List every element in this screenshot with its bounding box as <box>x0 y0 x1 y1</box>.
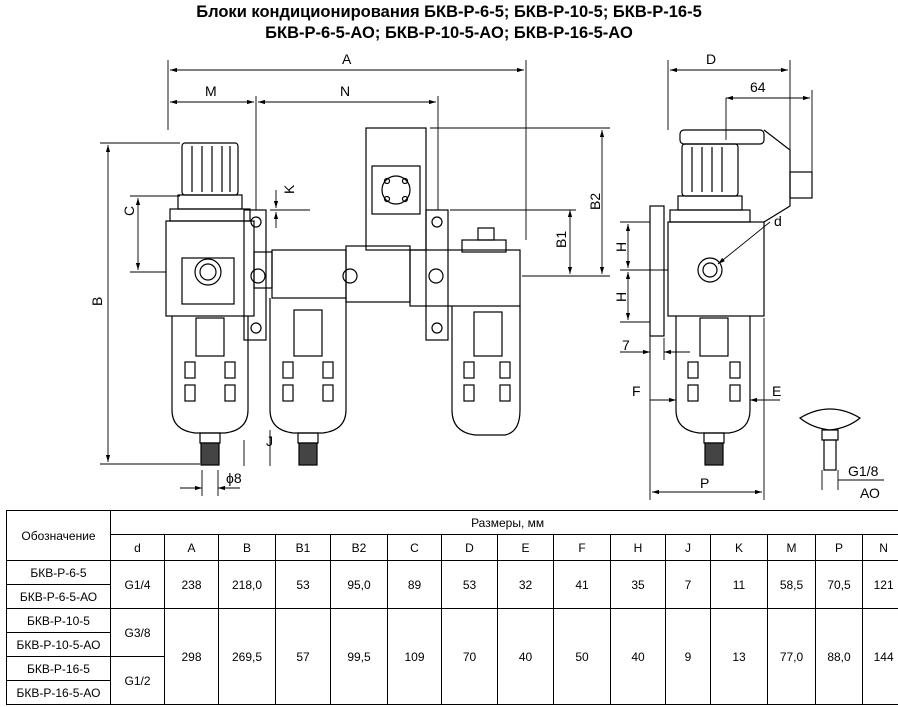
d-cell: G1/2 <box>110 656 165 705</box>
header-dimensions: Размеры, мм <box>109 510 898 535</box>
table-cell: 58,5 <box>767 560 816 609</box>
col-header: P <box>815 534 863 561</box>
table-cell: 53 <box>441 560 498 609</box>
table-cell: 238 <box>164 560 219 609</box>
dim-AO: АО <box>860 485 880 501</box>
table-cell: 35 <box>610 560 666 609</box>
col-header: F <box>553 534 611 561</box>
dim-H-lower: H <box>613 292 629 302</box>
col-header: d <box>110 534 165 561</box>
table-cell: 53 <box>275 560 331 609</box>
col-header: K <box>710 534 768 561</box>
auto-drain-detail <box>798 408 862 431</box>
d-cell: G3/8 <box>110 608 165 657</box>
designation-cell: БКВ-Р-10-5-АО <box>6 632 111 657</box>
col-header: B <box>218 534 276 561</box>
designation-cell: БКВ-Р-16-5-АО <box>6 680 111 705</box>
title-line-2: БКВ-Р-6-5-АО; БКВ-Р-10-5-АО; БКВ-Р-16-5-… <box>265 24 633 42</box>
dim-M: M <box>205 83 217 99</box>
dim-H-upper: H <box>613 242 629 252</box>
dim-B1: B1 <box>553 231 569 248</box>
dim-F: F <box>632 383 641 399</box>
table-cell: 7 <box>665 560 711 609</box>
table-cell: 70 <box>441 608 498 705</box>
table-cell: 32 <box>497 560 554 609</box>
table-cell: 218,0 <box>218 560 276 609</box>
table-cell: 89 <box>387 560 442 609</box>
col-header: C <box>387 534 442 561</box>
col-header: D <box>441 534 498 561</box>
side-knob <box>681 143 739 197</box>
table-cell: 13 <box>710 608 768 705</box>
dim-K: K <box>281 184 297 194</box>
dim-D: D <box>706 51 716 67</box>
col-header: J <box>665 534 711 561</box>
table-cell: 40 <box>497 608 554 705</box>
dim-B2: B2 <box>587 193 603 210</box>
col-header: B2 <box>330 534 388 561</box>
dim-C: C <box>121 206 137 216</box>
dim-N: N <box>340 83 350 99</box>
table-cell: 269,5 <box>218 608 276 705</box>
drain-middle <box>298 442 318 466</box>
dim-E: E <box>772 383 781 399</box>
table-cell: 50 <box>553 608 611 705</box>
dim-d: d <box>774 213 782 229</box>
dim-A: A <box>342 51 352 67</box>
designation-cell: БКВ-Р-16-5 <box>6 656 111 681</box>
col-header: E <box>497 534 554 561</box>
dim-64: 64 <box>750 79 766 95</box>
side-port-fitting <box>789 171 813 199</box>
filter-bowl-middle <box>269 298 347 434</box>
dim-P: P <box>700 475 709 491</box>
table-cell: 88,0 <box>815 608 863 705</box>
col-header: B1 <box>275 534 331 561</box>
table-cell: 9 <box>665 608 711 705</box>
filter-regulator-body <box>165 220 255 317</box>
filter-bowl-left <box>171 316 249 434</box>
table-cell: 121 <box>861 560 898 609</box>
technical-drawing: A M N K C B B1 B2 J ϕ8 D 64 d H H 7 F E … <box>89 51 884 501</box>
table-cell: 41 <box>553 560 611 609</box>
filter-port <box>342 268 358 284</box>
table-cell: 77,0 <box>767 608 816 705</box>
dim-J: J <box>266 433 273 449</box>
side-bowl <box>675 316 751 434</box>
dim-7: 7 <box>622 337 630 353</box>
designation-cell: БКВ-Р-6-5-АО <box>6 584 111 609</box>
dim-B: B <box>89 297 105 306</box>
drain-left <box>200 442 220 466</box>
table-cell: 298 <box>164 608 219 705</box>
designation-cell: БКВ-Р-6-5 <box>6 560 111 585</box>
d-cell: G1/4 <box>110 560 165 609</box>
side-body <box>667 221 765 317</box>
table-cell: 40 <box>610 608 666 705</box>
side-drain <box>704 442 724 466</box>
table-cell: 57 <box>275 608 331 705</box>
table-cell: 144 <box>861 608 898 705</box>
lubricator-head <box>365 127 427 251</box>
designation-cell: БКВ-Р-10-5 <box>6 608 111 633</box>
table-cell: 70,5 <box>815 560 863 609</box>
title-line-1: Блоки кондиционирования БКВ-Р-6-5; БКВ-Р… <box>196 3 702 21</box>
dimensions-table: Обозначение Размеры, мм d A B B1 B2 C D … <box>6 510 898 705</box>
col-header: N <box>861 534 898 561</box>
table-cell: 95,0 <box>330 560 388 609</box>
header-designation: Обозначение <box>6 510 111 561</box>
col-header: H <box>610 534 666 561</box>
table-cell: 99,5 <box>330 608 388 705</box>
col-header: M <box>767 534 816 561</box>
table-cell: 11 <box>710 560 768 609</box>
table-cell: 109 <box>387 608 442 705</box>
dim-phi8: ϕ8 <box>226 470 242 486</box>
col-header: A <box>164 534 219 561</box>
dim-G18: G1/8 <box>848 463 879 479</box>
lubricator-bowl <box>451 306 521 436</box>
